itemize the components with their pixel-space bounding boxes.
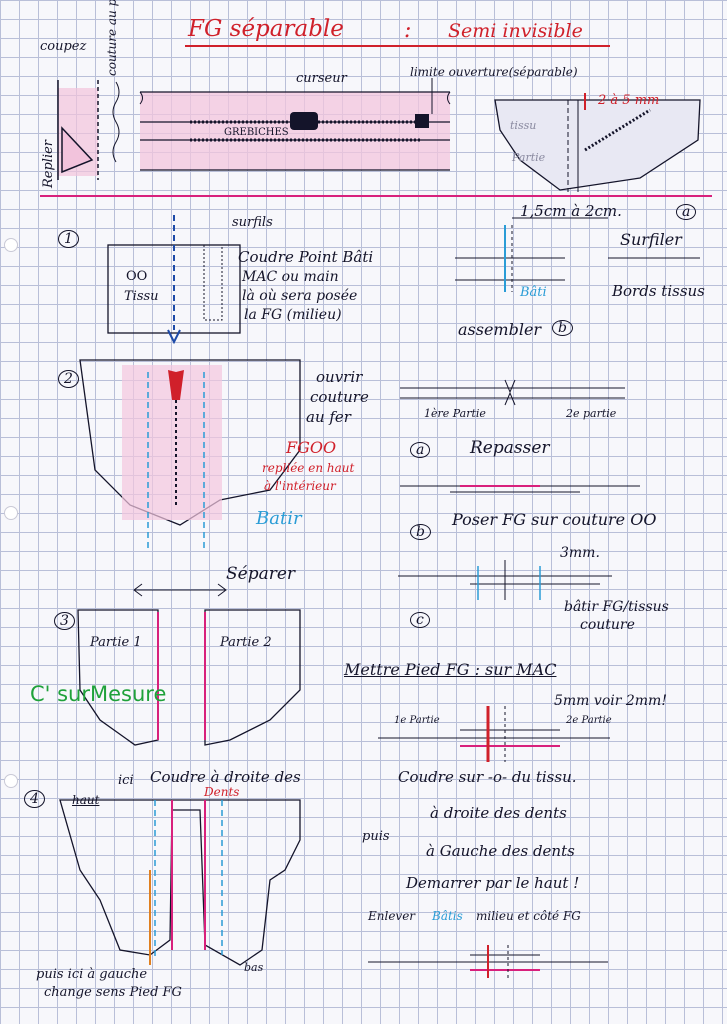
binder-hole	[4, 238, 18, 252]
batir-label: Batir	[256, 508, 302, 529]
mm-range-label: 2 à 5 mm	[598, 93, 660, 108]
couture-label: couture	[580, 617, 635, 633]
mettre-title: Mettre Pied FG : sur MAC	[344, 660, 557, 679]
gauche-dents-label: à Gauche des dents	[426, 842, 575, 860]
demarrer-label: Demarrer par le haut !	[406, 874, 580, 892]
step1-oo: OO	[126, 269, 148, 284]
binder-hole	[4, 506, 18, 520]
droite-dents-label: à droite des dents	[430, 804, 567, 822]
step-c-letter: c	[410, 612, 430, 628]
partie1-label: 1ère Partie	[424, 407, 486, 420]
coupez-label: coupez	[40, 39, 87, 54]
step-a-letter: a	[676, 204, 697, 220]
replier-label: Replier	[41, 139, 56, 188]
partie2-label: 2e partie	[566, 407, 617, 420]
fgoo-label: FGOO	[286, 438, 337, 457]
bas-label: bas	[244, 961, 264, 974]
step4-number: 4	[24, 790, 45, 808]
enlever-label: Enlever	[368, 909, 416, 923]
step1-line1: Coudre Point Bâti	[238, 248, 374, 266]
partie-1-label: Partie 1	[90, 635, 142, 650]
assembler-label: assembler	[458, 320, 542, 339]
title-colon: :	[404, 18, 412, 43]
step2-number: 2	[58, 370, 79, 388]
bati-label: Bâti	[520, 285, 547, 300]
ouvrir-line1: ouvrir	[316, 368, 363, 386]
batis-label: Bâtis	[432, 909, 463, 923]
step-b2-letter: b	[410, 524, 431, 540]
dents-label: Dents	[204, 785, 240, 799]
mm3-label: 3mm.	[560, 545, 600, 561]
repliee-line2: à l'intérieur	[264, 479, 336, 493]
change-sens-label: change sens Pied FG	[44, 985, 182, 1000]
partie-2-label: Partie 2	[220, 635, 272, 650]
repliee-line1: repliée en haut	[262, 461, 355, 475]
step1-tissu: Tissu	[124, 289, 159, 304]
step1-number: 1	[58, 230, 79, 248]
step3-number: 3	[54, 612, 75, 630]
mettre-mm: 5mm voir 2mm!	[554, 693, 667, 709]
batir-fg-label: bâtir FG/tissus	[564, 599, 669, 615]
measure-label: 1,5cm à 2cm.	[520, 202, 622, 220]
step1-line3: là où sera posée	[242, 288, 358, 304]
step1-line2: MAC ou main	[242, 269, 339, 285]
couture-au-pas-label: couture au pas	[105, 0, 119, 76]
curseur-label: curseur	[296, 71, 347, 86]
page-subtitle: Semi invisible	[448, 20, 583, 42]
haut-label: haut	[72, 793, 100, 807]
step-b-letter: b	[552, 320, 573, 336]
separer-label: Séparer	[226, 564, 296, 584]
watermark: C' surMesure	[30, 682, 167, 706]
mettre-p1: 1e Partie	[394, 715, 440, 726]
mettre-p2: 2e Partie	[566, 715, 612, 726]
enlever-post-label: milieu et côté FG	[476, 909, 581, 923]
grebiches-label: GREBICHES	[224, 127, 289, 138]
puis-ici-label: puis ici à gauche	[36, 967, 148, 982]
page-title: FG séparable	[188, 16, 344, 42]
coudre-droite-label: Coudre à droite des	[150, 768, 301, 786]
detail-partie-label: Partie	[512, 151, 546, 164]
detail-tissu-label: tissu	[510, 119, 537, 132]
step-a2-letter: a	[410, 442, 431, 458]
ici-label: ici	[118, 773, 134, 788]
limite-label: limite ouverture(séparable)	[410, 65, 578, 79]
bords-label: Bords tissus	[612, 282, 705, 300]
ouvrir-line2: couture	[310, 388, 369, 406]
surfiler-label: Surfiler	[620, 230, 682, 249]
repasser-label: Repasser	[470, 438, 550, 458]
coudre-sur-label: Coudre sur -o- du tissu.	[398, 768, 577, 786]
surfils-label: surfils	[232, 215, 273, 230]
binder-hole	[4, 774, 18, 788]
ouvrir-line3: au fer	[306, 408, 351, 426]
puis-label: puis	[362, 829, 390, 844]
step1-line4: la FG (milieu)	[244, 307, 342, 323]
poser-label: Poser FG sur couture OO	[452, 510, 657, 529]
